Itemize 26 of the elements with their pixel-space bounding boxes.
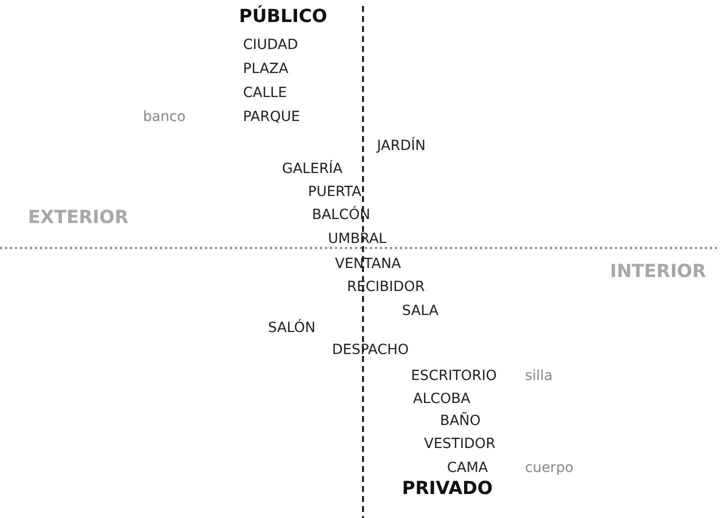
- word-label: CIUDAD: [243, 36, 298, 54]
- word-label: DESPACHO: [332, 341, 409, 359]
- axis-label: INTERIOR: [610, 261, 706, 283]
- word-label: SALA: [402, 302, 438, 320]
- word-label: PLAZA: [243, 60, 288, 78]
- word-label: SALÓN: [268, 319, 316, 337]
- word-label: VESTIDOR: [424, 435, 496, 453]
- word-label: GALERÍA: [282, 160, 343, 178]
- word-label: PARQUE: [243, 108, 300, 126]
- word-label: RECIBIDOR: [347, 278, 425, 296]
- word-label: BAÑO: [440, 412, 481, 430]
- word-label: UMBRAL: [328, 230, 386, 248]
- pole-label: PÚBLICO: [239, 6, 328, 28]
- pole-label: PRIVADO: [402, 478, 493, 500]
- word-label: BALCÓN: [312, 206, 370, 224]
- word-label: ALCOBA: [413, 390, 470, 408]
- word-label: ESCRITORIO: [411, 367, 497, 385]
- word-label: CAMA: [447, 459, 488, 477]
- word-label: cuerpo: [525, 459, 574, 477]
- word-label: CALLE: [243, 84, 287, 102]
- axis-label: EXTERIOR: [28, 207, 128, 229]
- word-label: PUERTA: [308, 183, 362, 201]
- word-label: silla: [525, 367, 553, 385]
- word-label: banco: [143, 108, 186, 126]
- word-label: VENTANA: [335, 255, 401, 273]
- word-label: JARDÍN: [377, 137, 426, 155]
